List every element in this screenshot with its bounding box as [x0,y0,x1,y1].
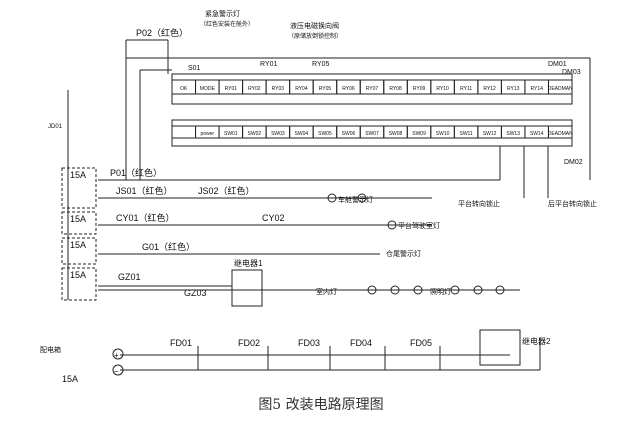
module-cell-label: RY02 [248,86,261,92]
wire-label-g01: G01（红色） [142,241,195,252]
cabinet-label: 配电箱 [40,345,61,354]
s01-label: S01 [188,65,201,72]
jd01-label: JD01 [48,124,63,130]
ry01-label: RY01 [260,61,277,68]
terminal-plus-icon [112,348,124,360]
wire-label-p02: P02（红色） [136,27,188,38]
tail-light-label: 仓尾警示灯 [386,249,421,258]
ry05-label: RY05 [312,61,329,68]
wire-label-cy02: CY02 [262,213,285,223]
module-cell-label: RY07 [366,86,379,92]
relay-1 [231,269,263,307]
fuse-label: 15A [70,240,86,250]
dm03-label: DM03 [562,69,581,76]
module-cell-label: RY08 [389,86,402,92]
lamp-icon [413,285,423,295]
module-cell-label: DEADMAN [548,131,573,137]
steer-stop2-label: 后平台转向锁止 [548,199,597,208]
module-cell-label: RY06 [342,86,355,92]
fuse-box-3 [61,237,97,265]
lamp-icon [367,285,377,295]
fuse-label: 15A [70,170,86,180]
cab-lamp-label: 车舱警示灯 [338,195,373,204]
module-cell [171,125,197,139]
module-cell-label: SW02 [248,131,262,137]
plat-lamp-label: 平台驾驶室灯 [398,221,440,230]
wire-label-fd02: FD02 [238,338,260,348]
bottom-module-cells: power SW01 SW02 SW03 SW04 SW05 SW06 SW07 SW08 SW0… [171,125,573,139]
valve-label: 液压电磁换向阀 [290,21,339,30]
module-cell-label: RY11 [460,86,472,92]
module-cell-label: SW04 [295,131,309,137]
wire-label-fd03: FD03 [298,338,320,348]
lamp-icon [473,285,483,295]
warn-lamp-label: 紧急警示灯 [205,9,240,18]
wire-label-fd05: FD05 [410,338,432,348]
fuse-box-2 [61,211,97,235]
module-cell-label: RY05 [319,86,332,92]
module-cell-label: RY09 [413,86,426,92]
relay-2 [479,329,521,366]
fuse-box-4 [61,267,97,301]
wire-label-fd01: FD01 [170,338,192,348]
module-cell-label: SW12 [483,131,497,137]
module-cell-label: MODE [200,86,216,92]
module-cell [547,125,573,139]
dome-light-label: 室内灯 [316,287,337,296]
lamp-icon [387,220,397,230]
module-cell-label: RY14 [530,86,543,92]
module-cell-label: RY10 [436,86,449,92]
minus-label: − [114,367,119,376]
module-cell-label: RY12 [483,86,496,92]
wire-label-js02: JS02（红色） [198,185,255,196]
valve-note: （原储放倒锁控制） [288,32,342,40]
fuse-label: 15A [70,270,86,280]
module-cell-label: SW11 [459,131,472,137]
terminal-minus-icon [112,364,124,376]
dm02-label: DM02 [564,159,583,166]
plus-label: + [114,351,119,360]
module-cell-label: DEADMAN [548,86,573,92]
module-cell-label: RY03 [272,86,285,92]
module-cell-label: OK [180,86,188,92]
lighting-label: 照明灯 [430,287,451,296]
wire-label-fd04: FD04 [350,338,372,348]
lamp-icon [450,285,460,295]
module-cell-label: SW01 [224,131,238,137]
module-cell-label: SW10 [436,131,450,137]
module-cell-label: SW07 [365,131,379,137]
fuse-box-1 [61,167,97,209]
lamp-icon [390,285,400,295]
warn-lamp-note: （红色安装在舱外） [200,20,254,28]
steer-stop-label: 平台转向锁止 [458,199,500,208]
module-cell-label: SW05 [318,131,332,137]
module-cell-label: SW03 [271,131,285,137]
module-cell-label: power [200,131,214,137]
module-cell-label: RY04 [295,86,308,92]
module-cell-label: SW06 [342,131,356,137]
relay2-label: 继电器2 [522,336,551,346]
module-cell-label: SW09 [412,131,426,137]
module-cell [547,79,573,95]
lamp-icon [357,193,367,203]
wire-label-p01: P01（红色） [110,167,162,178]
figure-caption: 图5 改装电路原理图 [258,397,384,413]
module-cell-label: SW13 [506,131,520,137]
fuse-bottom-label: 15A [62,374,78,384]
wire-label-cy01: CY01（红色） [116,212,175,223]
relay1-label: 继电器1 [234,258,263,268]
module-cell-label: RY01 [225,86,238,92]
module-cell-label: SW08 [389,131,403,137]
top-module-cells: OK MODE RY01 RY02 RY03 RY04 RY05 RY06 RY07 RY08 RY… [171,79,573,95]
wire-label-js01: JS01（红色） [116,185,173,196]
lamp-icon [327,193,337,203]
module-cell-label: RY13 [507,86,520,92]
dm01-label: DM01 [548,61,567,68]
lamp-icon [495,285,505,295]
module-cell-label: SW14 [530,131,544,137]
wire-label-gz03: GZ03 [184,288,207,298]
fuse-label: 15A [70,214,86,224]
wire-label-gz01: GZ01 [118,272,141,282]
